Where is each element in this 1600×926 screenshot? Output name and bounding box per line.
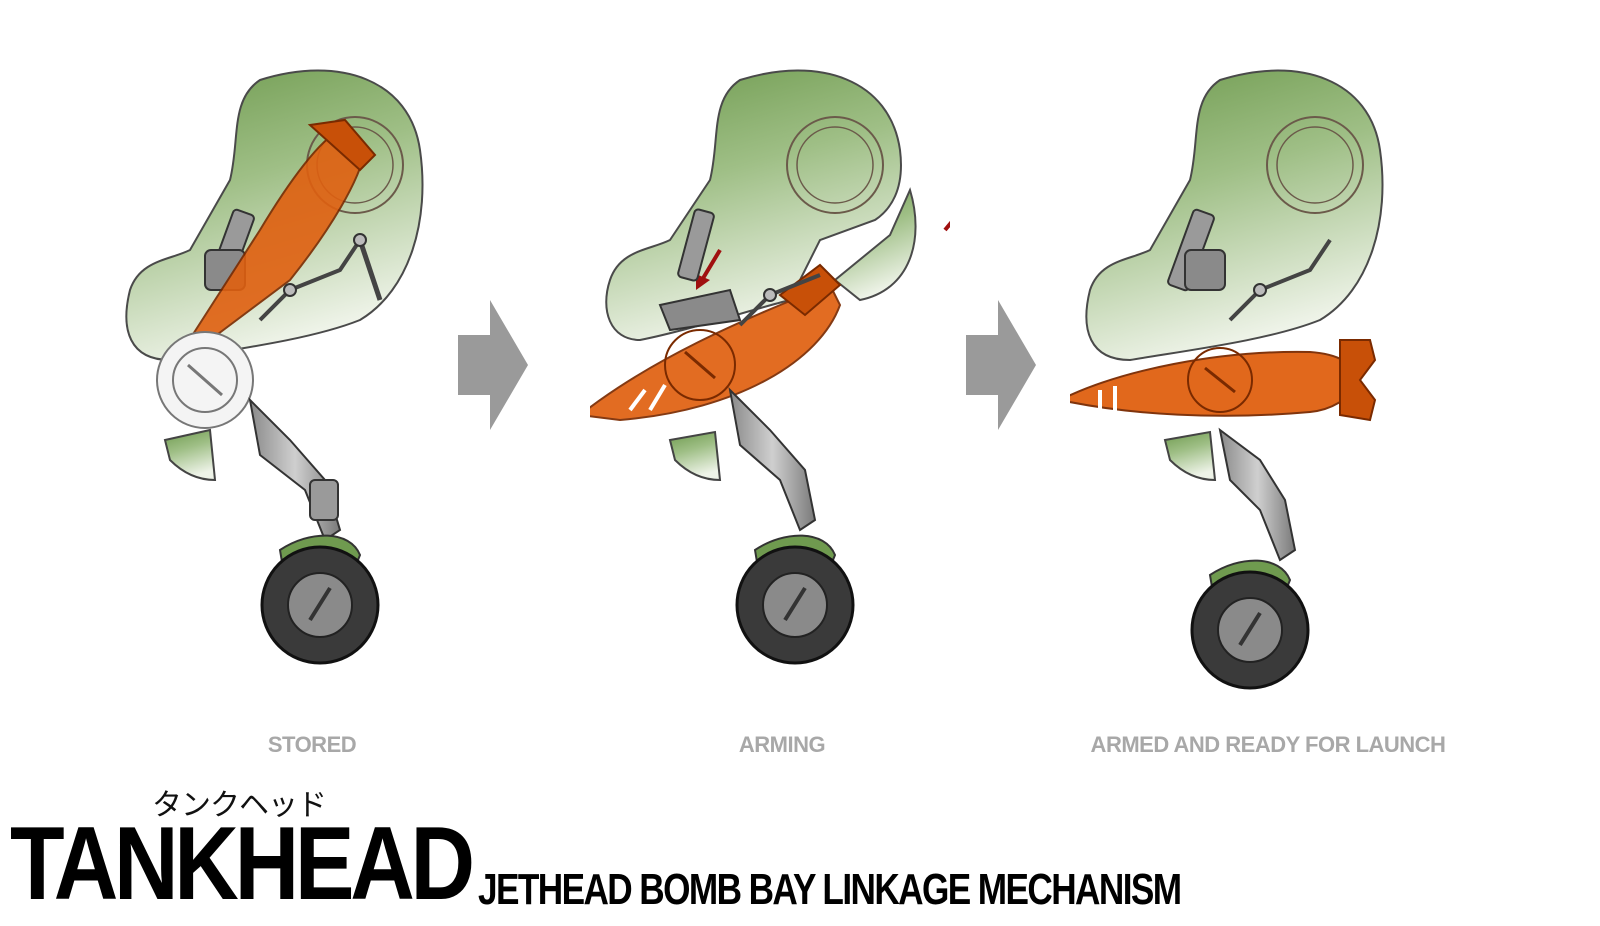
armor-shell <box>1085 69 1384 362</box>
leg <box>728 387 817 532</box>
bomb-arming <box>590 283 842 422</box>
flow-arrow-right-icon <box>966 300 1036 430</box>
flow-arrow-right-icon <box>458 300 528 430</box>
bomb-bay-hatch <box>833 187 917 302</box>
motion-arrow-icon <box>700 248 722 282</box>
diagram-stage <box>110 60 1430 720</box>
stage-label-armed: ARMED AND READY FOR LAUNCH <box>1090 732 1446 757</box>
stage-label-stored: STORED <box>267 732 357 757</box>
japanese-title: タンクヘッド <box>152 788 327 823</box>
stage-stored-illustration <box>110 60 470 720</box>
stage-label-arming: ARMING <box>738 732 826 757</box>
leg <box>1218 427 1297 562</box>
brand-title: TANKHEAD <box>10 806 475 922</box>
stage-armed-illustration <box>1070 60 1430 720</box>
armor-shell <box>605 69 902 342</box>
page-subtitle: JETHEAD BOMB BAY LINKAGE MECHANISM <box>478 865 1182 914</box>
motion-arrow-icon <box>943 220 950 232</box>
stage-arming-illustration <box>590 60 950 720</box>
